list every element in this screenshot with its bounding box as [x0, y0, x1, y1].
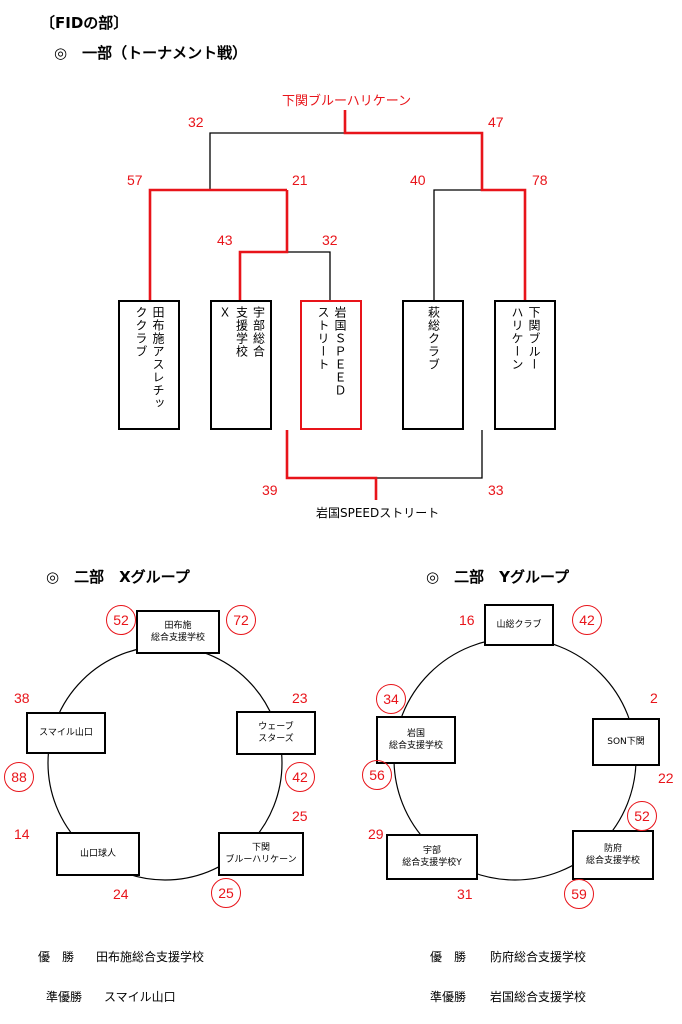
gx-team-tabuse: 田布施 総合支援学校 — [136, 610, 220, 654]
team-text: スターズ — [258, 734, 294, 744]
team-box-iwakuni-speed: 岩国ＳＰＥＥＤ ストリート — [300, 300, 362, 430]
team-text: 総合支援学校 — [150, 633, 205, 643]
team-text: スマイル山口 — [39, 728, 93, 738]
team-text: 山総クラブ — [496, 620, 542, 630]
gx-score-circle: 88 — [4, 762, 34, 792]
group-x-title: ◎ 二部 Xグループ — [46, 568, 190, 586]
gy-score-circle: 59 — [564, 879, 594, 909]
gy-score-circle: 42 — [572, 605, 602, 635]
gy-team-iwakuni: 岩国 総合支援学校 — [376, 716, 456, 764]
gy-winner-label: 優 勝 — [430, 950, 467, 964]
team-text: 防府 — [603, 844, 622, 854]
gy-team-son: SON下関 — [592, 718, 660, 766]
part1-title: ◎ 一部（トーナメント戦） — [54, 44, 248, 62]
team-text: 田布施 — [164, 621, 192, 631]
gx-runnerup: スマイル山口 — [104, 990, 176, 1004]
team-text: 岩国ＳＰＥＥＤ — [333, 306, 347, 397]
score-final-left: 32 — [188, 114, 204, 130]
team-text: 総合支援学校Y — [402, 858, 462, 868]
gy-runnerup: 岩国総合支援学校 — [490, 990, 587, 1004]
champion-label: 下関ブルーハリケーン — [282, 94, 412, 109]
team-text: 支援学校 — [234, 306, 249, 358]
gx-team-smile: スマイル山口 — [26, 712, 106, 754]
gy-team-yamaso: 山総クラブ — [484, 604, 554, 646]
gy-score: 16 — [459, 612, 475, 628]
gx-score: 23 — [292, 690, 308, 706]
team-text: 総合支援学校 — [388, 741, 443, 751]
score-semi-left-a: 57 — [127, 172, 143, 188]
team-text: 山口球人 — [79, 849, 116, 859]
score-final-right: 47 — [488, 114, 504, 130]
gx-score: 25 — [292, 808, 308, 824]
gy-score: 22 — [658, 770, 674, 786]
red-bracket-lines — [148, 110, 527, 500]
team-text: 総合支援学校 — [585, 856, 640, 866]
team-text: SON下関 — [607, 737, 645, 747]
team-text: 萩総クラブ — [426, 306, 441, 371]
team-box-ube-x: 宇部総合 支援学校 Ｘ — [210, 300, 272, 430]
score-semi-left-b: 21 — [292, 172, 308, 188]
gx-score: 24 — [113, 886, 129, 902]
gx-score: 38 — [14, 690, 30, 706]
gy-runnerup-label: 準優勝 — [430, 990, 467, 1004]
gx-team-yamaguchi-kyujin: 山口球人 — [56, 832, 140, 876]
score-qf-a: 43 — [217, 232, 233, 248]
team-text: 田布施アスレチッ — [151, 306, 165, 410]
section-title: 〔FIDの部〕 — [40, 14, 129, 32]
gy-team-ube-y: 宇部 総合支援学校Y — [386, 834, 478, 880]
team-text: Ｘ — [217, 306, 232, 319]
team-text: ストリート — [316, 306, 330, 371]
gx-score-circle: 72 — [226, 605, 256, 635]
team-text: 下関ブルー — [527, 306, 541, 371]
gy-score: 31 — [457, 886, 473, 902]
score-qf-b: 32 — [322, 232, 338, 248]
gx-team-waves: ウェーブ スターズ — [236, 711, 316, 755]
score-semi-right-a: 40 — [410, 172, 426, 188]
gy-score-circle: 52 — [627, 801, 657, 831]
team-text: 宇部総合 — [251, 306, 266, 358]
gx-score: 14 — [14, 826, 30, 842]
gx-winner: 田布施総合支援学校 — [96, 950, 205, 964]
team-text: 下関 — [251, 843, 270, 853]
gx-score-circle: 42 — [285, 762, 315, 792]
team-text: ブルーハリケーン — [225, 855, 297, 865]
gx-runnerup-label: 準優勝 — [46, 990, 83, 1004]
gy-score: 29 — [368, 826, 384, 842]
third-place-label: 岩国SPEEDストリート — [316, 506, 440, 520]
score-third-left: 39 — [262, 482, 278, 498]
team-box-hagi: 萩総クラブ — [402, 300, 464, 430]
team-text: ハリケーン — [510, 306, 524, 371]
gy-score-circle: 56 — [362, 760, 392, 790]
gy-score-circle: 34 — [376, 684, 406, 714]
score-third-right: 33 — [488, 482, 504, 498]
gy-winner: 防府総合支援学校 — [490, 950, 587, 964]
gx-team-shimonoseki: 下関 ブルーハリケーン — [218, 832, 304, 876]
gy-score: 2 — [650, 690, 658, 706]
group-y-title: ◎ 二部 Yグループ — [426, 568, 570, 586]
team-text: 宇部 — [422, 846, 441, 856]
gx-score-circle: 25 — [211, 878, 241, 908]
gx-winner-label: 優 勝 — [38, 950, 75, 964]
gx-score-circle: 52 — [106, 605, 136, 635]
team-text: ククラブ — [134, 306, 148, 358]
score-semi-right-b: 78 — [532, 172, 548, 188]
team-text: 岩国 — [406, 729, 425, 739]
team-text: ウェーブ — [258, 722, 294, 732]
gy-team-hofu: 防府 総合支援学校 — [572, 830, 654, 880]
team-box-tabuse: 田布施アスレチッ ククラブ — [118, 300, 180, 430]
team-box-shimonoseki: 下関ブルー ハリケーン — [494, 300, 556, 430]
